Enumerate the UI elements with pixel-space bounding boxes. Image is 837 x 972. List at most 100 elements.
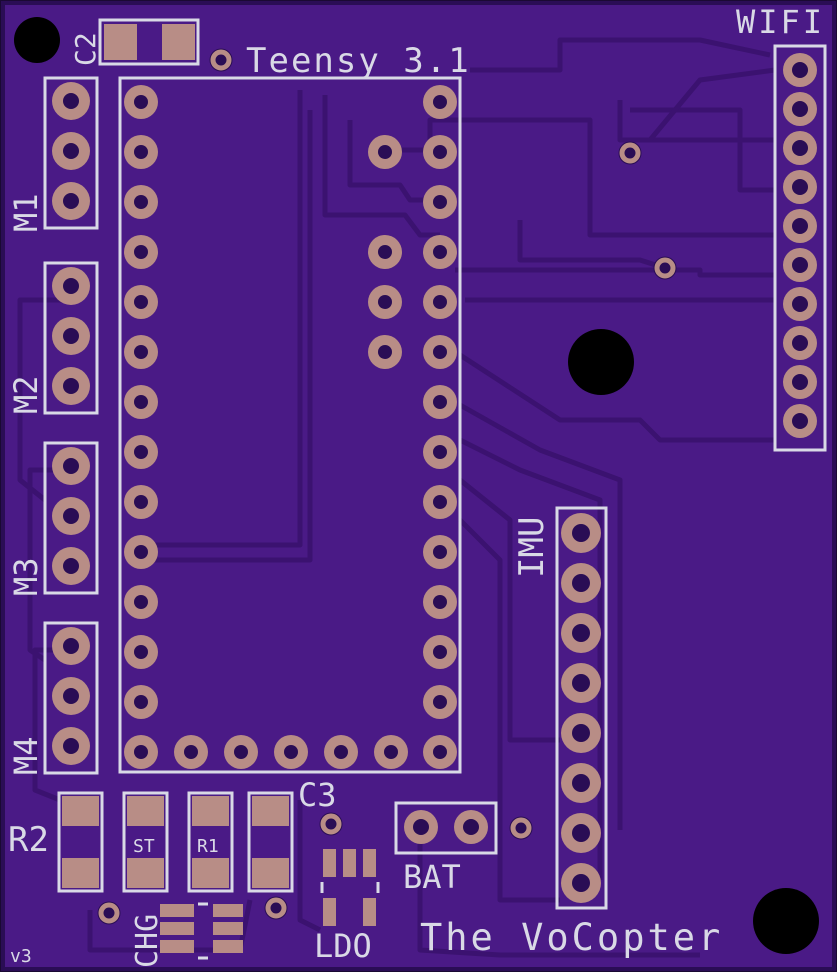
m3-pin-hole xyxy=(63,558,79,574)
imu-pin-hole xyxy=(572,724,590,742)
imu-pin-hole xyxy=(572,624,590,642)
wifi-pin-hole xyxy=(792,179,808,195)
teensy-pad-hole xyxy=(378,245,392,259)
wifi-label: WIFI xyxy=(736,3,825,41)
teensy-pad-hole xyxy=(134,645,148,659)
m2-pin-hole xyxy=(63,378,79,394)
bat-label: BAT xyxy=(403,858,461,896)
m4-pin-hole xyxy=(63,638,79,654)
teensy-pad-hole xyxy=(378,345,392,359)
wifi-pin-hole xyxy=(792,62,808,78)
m1-header-outline xyxy=(43,76,99,230)
c3-label: C3 xyxy=(298,776,337,814)
ldo-label: LDO xyxy=(314,927,372,965)
wifi-pin-hole xyxy=(792,140,808,156)
c2-outline xyxy=(98,18,200,66)
ldo-regulator xyxy=(320,849,380,926)
wifi-pin-hole xyxy=(792,101,808,117)
m2-label: M2 xyxy=(7,375,45,414)
imu-pin-hole xyxy=(572,574,590,592)
teensy-pad-hole xyxy=(433,295,447,309)
teensy-pad-hole xyxy=(433,645,447,659)
teensy-outline xyxy=(118,76,462,774)
teensy-label: Teensy 3.1 xyxy=(246,41,471,81)
teensy-pad-hole xyxy=(134,145,148,159)
m1-pin-hole xyxy=(63,93,79,109)
wifi-pin-hole xyxy=(792,374,808,390)
mount-hole-center xyxy=(568,329,634,395)
wifi-pin-hole xyxy=(792,335,808,351)
teensy-pad-hole xyxy=(134,745,148,759)
imu-pin-hole xyxy=(572,874,590,892)
wifi-pin-hole xyxy=(792,218,808,234)
teensy-pad-hole xyxy=(433,595,447,609)
wifi-pin-hole xyxy=(792,257,808,273)
teensy-pad-hole xyxy=(378,295,392,309)
teensy-pad-hole xyxy=(134,545,148,559)
wifi-pin-hole xyxy=(792,296,808,312)
teensy-pad-hole xyxy=(134,695,148,709)
smd-resistors xyxy=(57,791,294,893)
m3-label: M3 xyxy=(7,557,45,596)
teensy-pad-hole xyxy=(134,595,148,609)
teensy-pad-hole xyxy=(234,745,248,759)
m2-header-outline xyxy=(43,261,99,415)
c2-label: C2 xyxy=(69,32,102,66)
imu-pin-hole xyxy=(572,824,590,842)
bat-header-outline xyxy=(394,801,498,855)
teensy-pad-hole xyxy=(433,145,447,159)
teensy-pad-hole xyxy=(134,195,148,209)
teensy-pad-hole xyxy=(378,145,392,159)
m3-pin-hole xyxy=(63,458,79,474)
imu-pin-hole xyxy=(572,774,590,792)
bat-pads xyxy=(404,810,488,844)
m2-pin-hole xyxy=(63,328,79,344)
mount-hole-bottom-right xyxy=(753,888,819,954)
teensy-pad-hole xyxy=(284,745,298,759)
teensy-pad-hole xyxy=(433,445,447,459)
wifi-header-pads xyxy=(783,53,817,438)
wifi-pin-hole xyxy=(792,413,808,429)
teensy-pads xyxy=(124,85,457,769)
mount-hole-top-left xyxy=(14,17,60,63)
teensy-pad-hole xyxy=(433,395,447,409)
m2-pin-hole xyxy=(63,278,79,294)
m1-pin-hole xyxy=(63,193,79,209)
m4-pin-hole xyxy=(63,738,79,754)
teensy-pad-hole xyxy=(134,445,148,459)
teensy-pad-hole xyxy=(134,345,148,359)
m4-pin-hole xyxy=(63,688,79,704)
teensy-pad-hole xyxy=(433,195,447,209)
st-label: ST xyxy=(133,836,155,857)
c2-pad-left xyxy=(104,24,137,60)
teensy-pad-hole xyxy=(384,745,398,759)
chg-ic xyxy=(160,902,243,960)
teensy-pad-hole xyxy=(134,395,148,409)
teensy-pad-hole xyxy=(433,345,447,359)
imu-pin-hole xyxy=(572,674,590,692)
r2-label: R2 xyxy=(8,820,49,860)
teensy-pad-hole xyxy=(433,495,447,509)
teensy-pad-hole xyxy=(433,245,447,259)
teensy-pad-hole xyxy=(433,545,447,559)
version-label: v3 xyxy=(10,946,32,967)
r1-label: R1 xyxy=(197,836,219,857)
teensy-pad-hole xyxy=(433,95,447,109)
teensy-pad-hole xyxy=(134,245,148,259)
board-title: The VoCopter xyxy=(420,916,723,959)
m4-label: M4 xyxy=(7,736,45,775)
m4-header-outline xyxy=(43,621,99,775)
motor-header-pads xyxy=(52,82,90,765)
m3-header-outline xyxy=(43,441,99,595)
imu-header-outline xyxy=(555,506,608,910)
chg-label: CHG xyxy=(130,914,165,968)
imu-pin-hole xyxy=(572,524,590,542)
vias xyxy=(97,48,677,925)
imu-header-pads xyxy=(561,513,601,903)
teensy-pad-hole xyxy=(134,95,148,109)
teensy-pad-hole xyxy=(184,745,198,759)
m3-pin-hole xyxy=(63,508,79,524)
m1-label: M1 xyxy=(7,193,45,232)
imu-label: IMU xyxy=(512,517,552,578)
